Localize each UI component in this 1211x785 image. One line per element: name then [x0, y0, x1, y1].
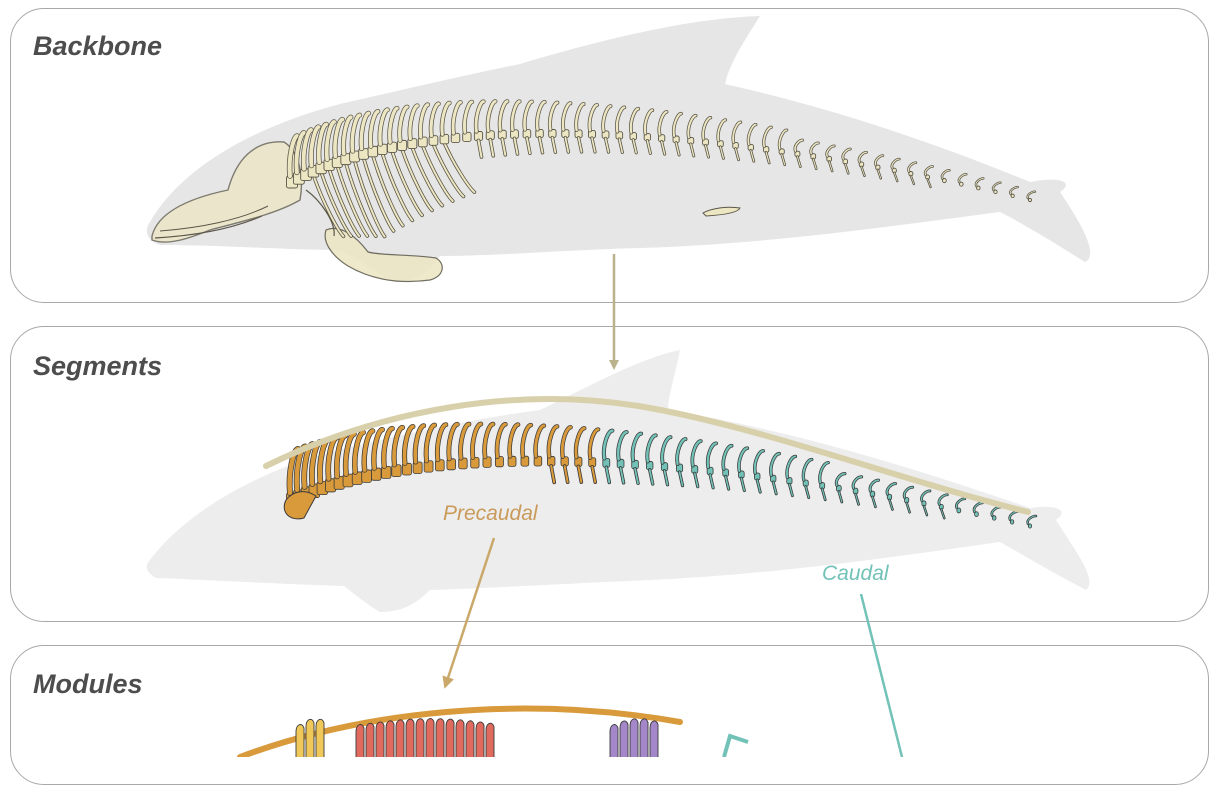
modules-panel: Modules: [10, 645, 1209, 785]
segments-panel: Segments: [10, 326, 1209, 622]
segments-title: Segments: [33, 351, 162, 382]
backbone-title: Backbone: [33, 31, 162, 62]
backbone-panel: Backbone: [10, 8, 1209, 303]
modules-title: Modules: [33, 669, 143, 700]
